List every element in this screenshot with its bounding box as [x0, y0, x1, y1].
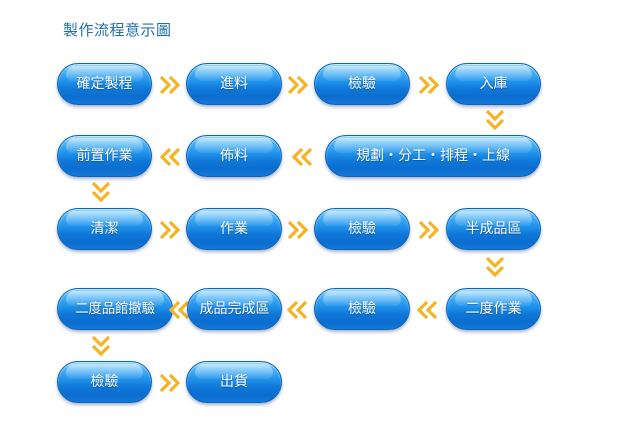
arrow-left-icon [416, 299, 438, 321]
step-secondary-operation[interactable]: 二度作業 [446, 288, 541, 330]
step-label: 清潔 [90, 221, 119, 237]
step-operation[interactable]: 作業 [186, 208, 282, 250]
step-label: 出貨 [220, 374, 248, 390]
step-label: 進料 [220, 76, 248, 92]
step-label: 二度作業 [465, 301, 522, 317]
arrow-right-icon [418, 219, 440, 241]
step-inspection-2[interactable]: 檢驗 [314, 208, 410, 250]
arrow-left-icon [291, 146, 313, 168]
step-inspection-1[interactable]: 檢驗 [314, 63, 410, 105]
step-label: 規劃・分工・排程・上線 [356, 148, 510, 164]
arrow-right-icon [159, 74, 181, 96]
arrow-left-icon [168, 299, 190, 321]
arrow-right-icon [418, 74, 440, 96]
step-preparation[interactable]: 前置作業 [57, 135, 152, 177]
arrow-right-icon [159, 372, 181, 394]
arrow-left-icon [286, 299, 308, 321]
arrow-right-icon [287, 74, 309, 96]
step-planning-scheduling[interactable]: 規劃・分工・排程・上線 [325, 135, 541, 177]
arrow-down-icon [484, 256, 506, 278]
arrow-down-icon [484, 109, 506, 131]
arrow-right-icon [287, 219, 309, 241]
step-inspection-3[interactable]: 檢驗 [314, 288, 410, 330]
step-fabric-layout[interactable]: 佈料 [186, 135, 282, 177]
step-label: 確定製程 [76, 76, 133, 92]
step-secondary-inspection[interactable]: 二度品館撤驗 [57, 288, 173, 330]
step-confirm-process[interactable]: 確定製程 [57, 63, 152, 105]
step-label: 檢驗 [348, 221, 376, 237]
arrow-down-icon [90, 181, 112, 203]
step-material-intake[interactable]: 進料 [186, 63, 282, 105]
page-title: 製作流程意示圖 [63, 21, 172, 39]
step-label: 作業 [220, 221, 248, 237]
step-label: 入庫 [479, 76, 508, 92]
arrow-left-icon [159, 146, 181, 168]
step-label: 二度品館撤驗 [75, 301, 155, 317]
step-final-inspection[interactable]: 檢驗 [57, 361, 152, 403]
step-cleaning[interactable]: 清潔 [57, 208, 152, 250]
step-label: 檢驗 [348, 76, 376, 92]
step-warehousing[interactable]: 入庫 [446, 63, 541, 105]
step-label: 成品完成區 [199, 301, 270, 317]
step-label: 半成品區 [465, 221, 522, 237]
arrow-right-icon [159, 219, 181, 241]
arrow-down-icon [90, 335, 112, 357]
step-finished-goods-area[interactable]: 成品完成區 [187, 288, 282, 330]
step-label: 檢驗 [348, 301, 376, 317]
step-label: 佈料 [220, 148, 248, 164]
step-label: 檢驗 [90, 374, 119, 390]
step-shipment[interactable]: 出貨 [186, 361, 282, 403]
step-label: 前置作業 [76, 148, 133, 164]
step-semi-finished-area[interactable]: 半成品區 [446, 208, 541, 250]
